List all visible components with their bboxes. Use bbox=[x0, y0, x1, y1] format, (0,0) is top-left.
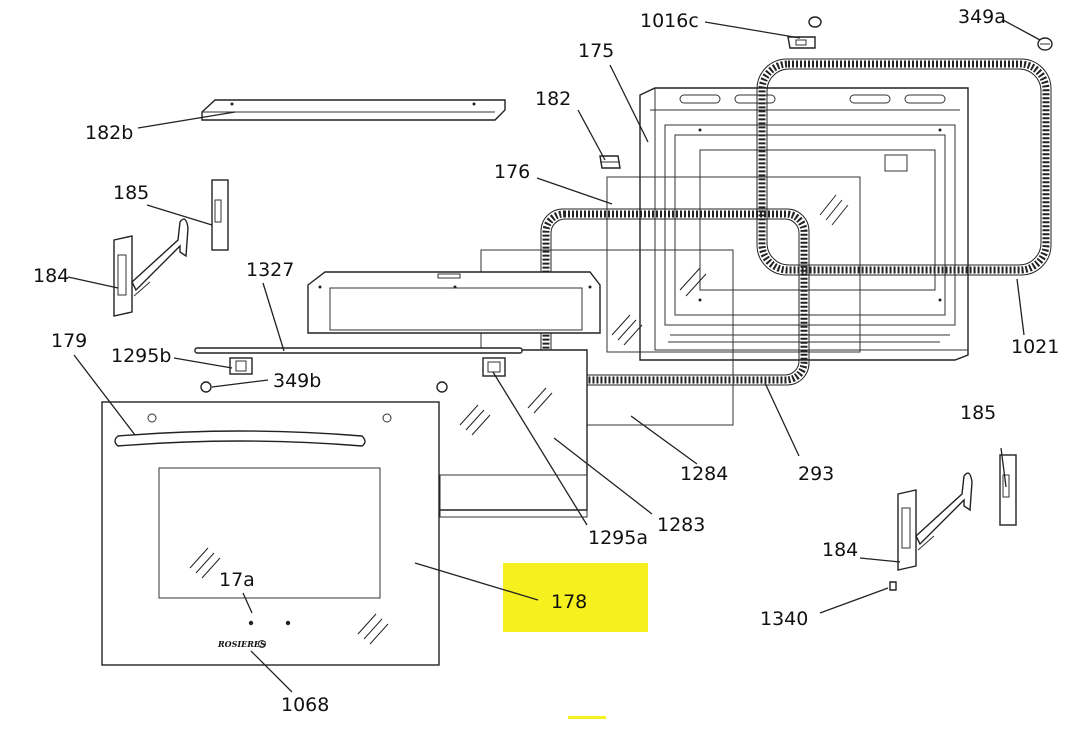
label-17a: 17a bbox=[219, 569, 255, 591]
clip-182 bbox=[599, 155, 621, 169]
label-1068: 1068 bbox=[281, 694, 329, 716]
label-1283: 1283 bbox=[657, 514, 705, 536]
leader-lines bbox=[67, 19, 1041, 693]
label-349b: 349b bbox=[273, 370, 321, 392]
trim-strip bbox=[194, 347, 523, 354]
bracket-1016c bbox=[787, 16, 822, 49]
label-1327: 1327 bbox=[246, 259, 294, 281]
screw-349a bbox=[1037, 37, 1053, 51]
label-185-left: 185 bbox=[113, 182, 149, 204]
label-178: 178 bbox=[551, 591, 587, 613]
door-gasket-1021 bbox=[756, 58, 1052, 276]
glass-panel-1284 bbox=[480, 249, 734, 426]
block-1295a bbox=[482, 357, 506, 377]
highlight-mark-bottom bbox=[568, 716, 606, 719]
label-293: 293 bbox=[798, 463, 834, 485]
top-panel-1327 bbox=[307, 271, 601, 334]
label-1284: 1284 bbox=[680, 463, 728, 485]
label-182b: 182b bbox=[85, 122, 133, 144]
label-176: 176 bbox=[494, 161, 530, 183]
highlight-box-178 bbox=[503, 563, 648, 632]
label-1295a: 1295a bbox=[588, 527, 648, 549]
screw-349b bbox=[200, 381, 448, 393]
label-1016c: 1016c bbox=[640, 10, 699, 32]
label-185-right: 185 bbox=[960, 402, 996, 424]
hinge-left bbox=[113, 179, 229, 317]
inner-door-frame-175 bbox=[639, 87, 969, 361]
hinge-right bbox=[897, 454, 1017, 571]
label-184-left: 184 bbox=[33, 265, 69, 287]
label-1295b: 1295b bbox=[111, 345, 171, 367]
label-179: 179 bbox=[51, 330, 87, 352]
label-1021: 1021 bbox=[1011, 336, 1059, 358]
label-349a: 349a bbox=[958, 6, 1006, 28]
brand-logo: ROSIERES bbox=[217, 639, 266, 649]
label-182: 182 bbox=[535, 88, 571, 110]
block-1295b bbox=[229, 357, 253, 375]
label-1340: 1340 bbox=[760, 608, 808, 630]
label-184-right: 184 bbox=[822, 539, 858, 561]
clip-1340 bbox=[889, 581, 897, 591]
top-bracket-182b bbox=[201, 99, 506, 121]
outer-door-178: ROSIERES bbox=[101, 401, 440, 666]
label-175: 175 bbox=[578, 40, 614, 62]
